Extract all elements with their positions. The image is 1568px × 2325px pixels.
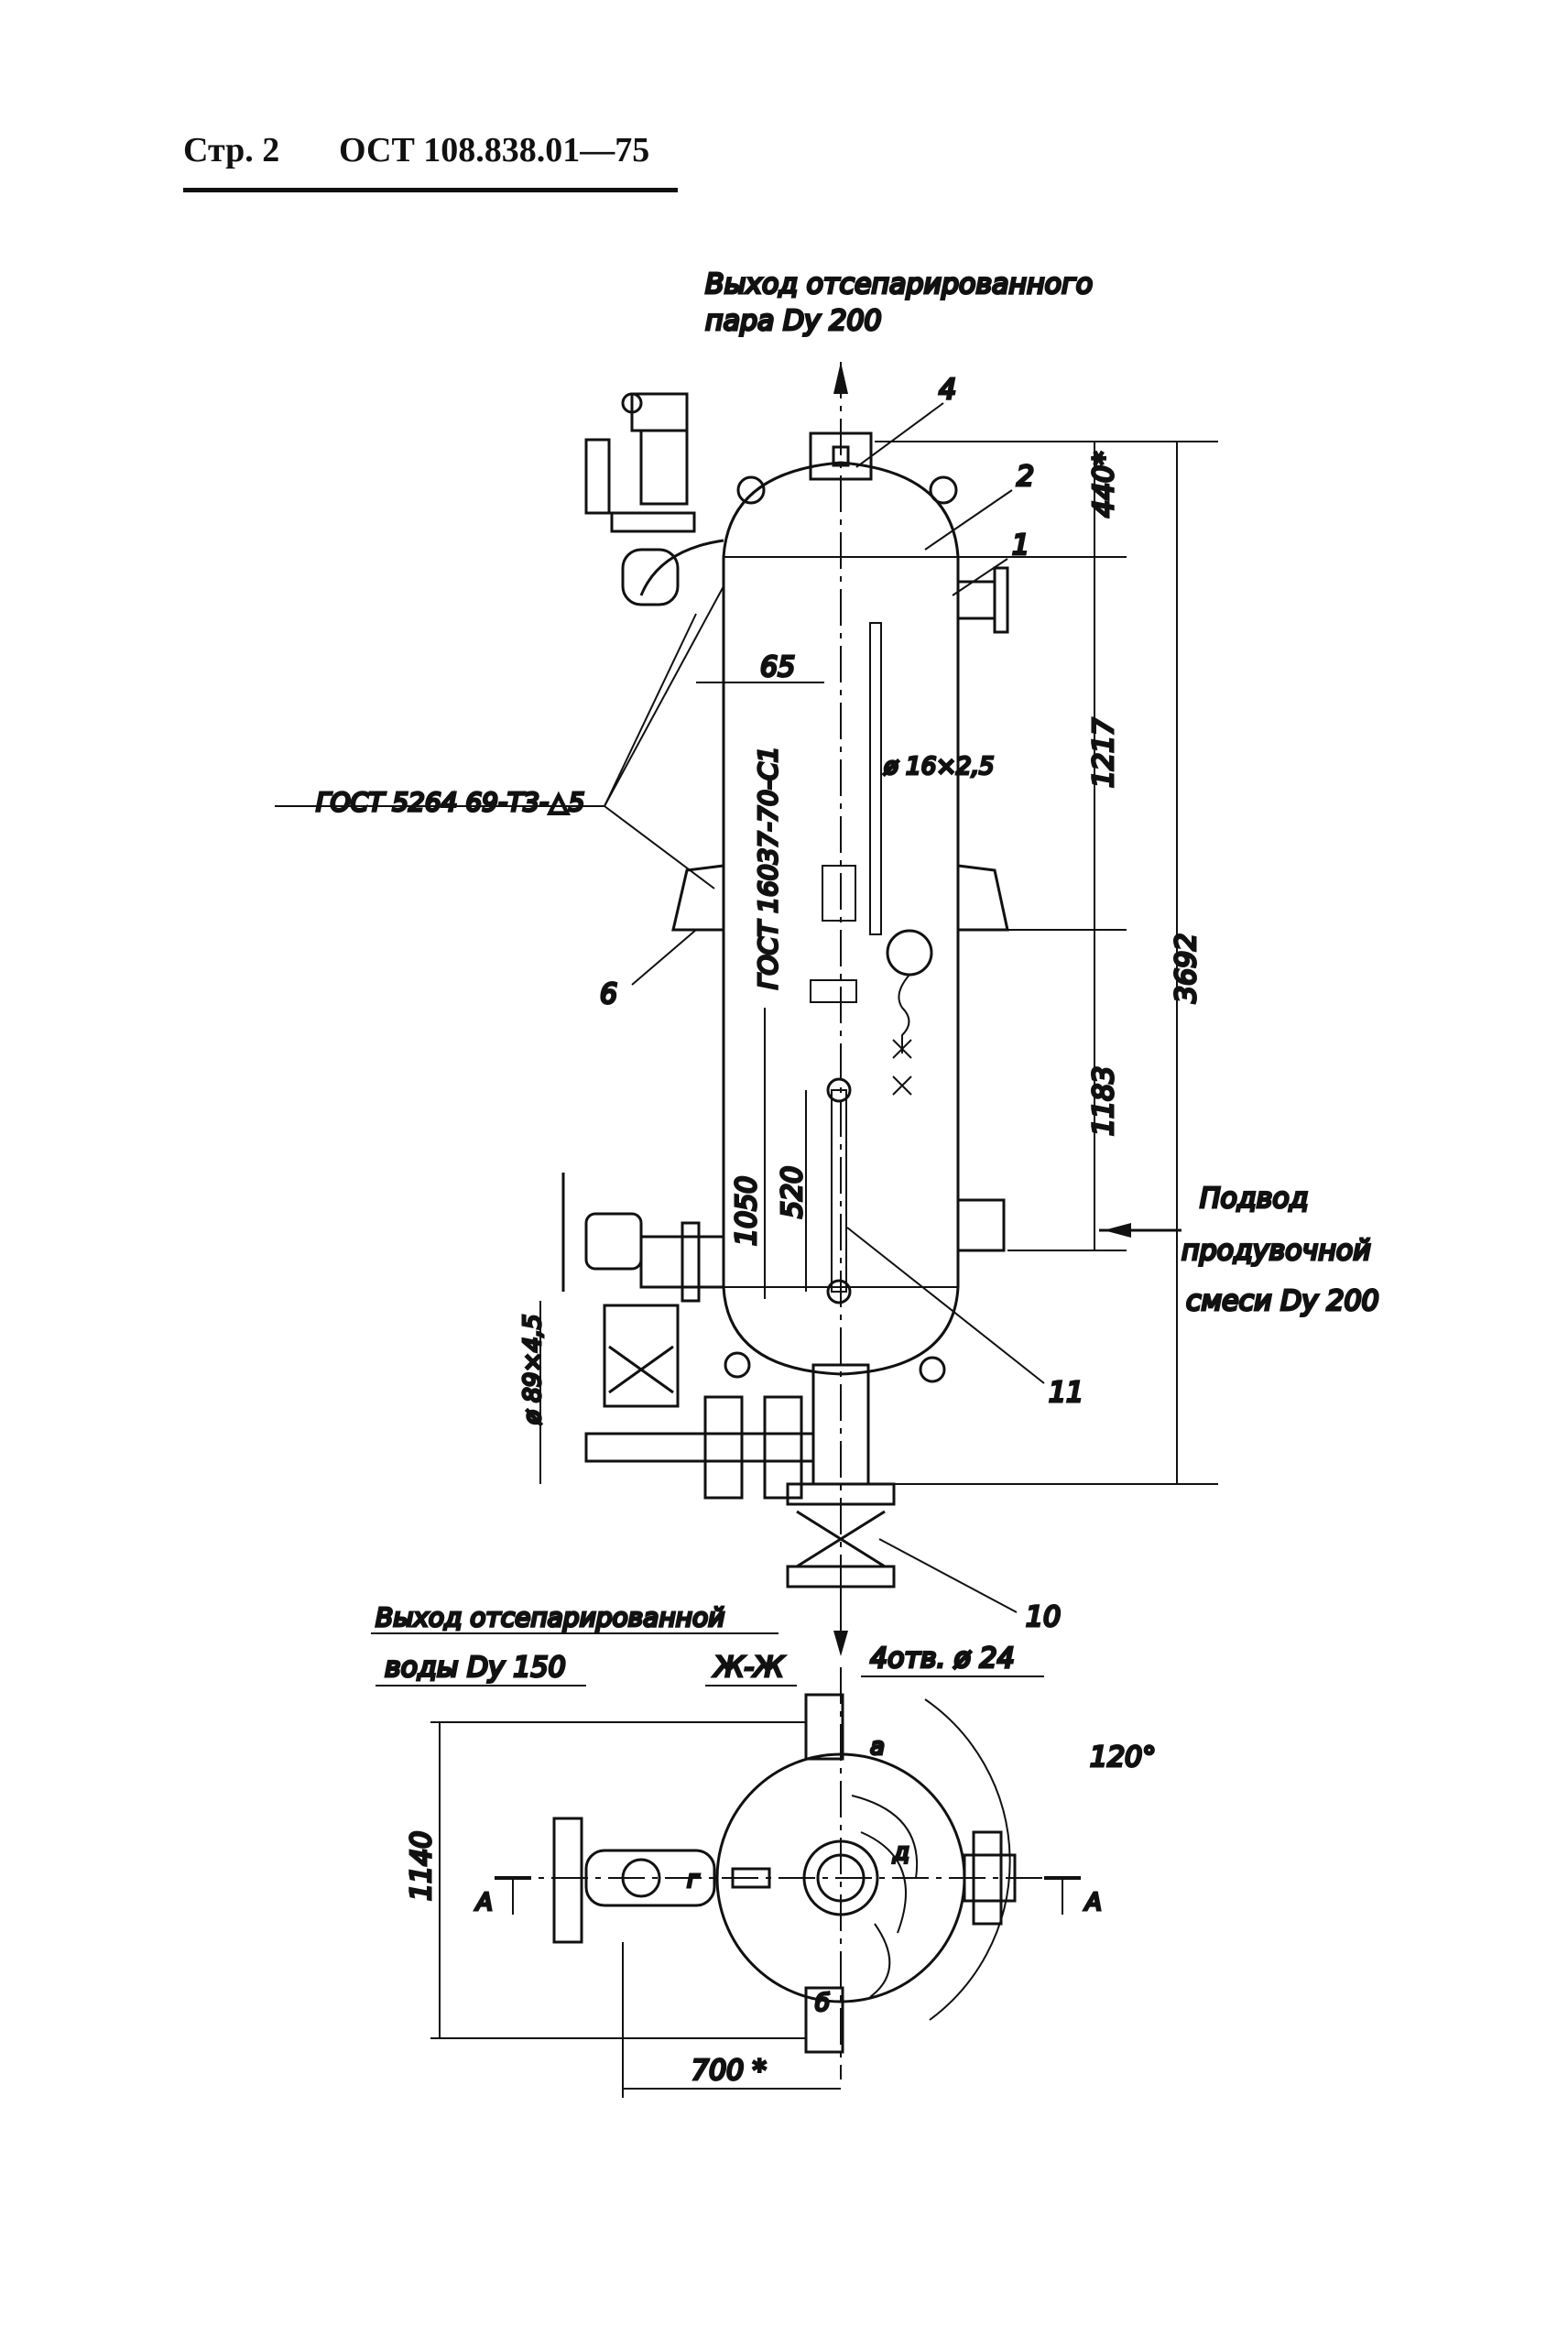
vessel-elevation (561, 362, 1181, 1656)
bottom-valve-icon (796, 1510, 886, 1568)
inlet-label-2: продувочной (1181, 1235, 1371, 1267)
inlet-arrow-head (1104, 1223, 1131, 1238)
steam-outlet-label-1: Выход отсепарированного (705, 268, 1093, 300)
top-nozzle-port (832, 445, 850, 467)
plan-lug-bottom (804, 1986, 844, 2054)
gauge-valve-icon (892, 1039, 912, 1059)
callout-leaders (631, 402, 1045, 1613)
elbow-icon (621, 548, 680, 606)
inlet-label-1: Подвод (1200, 1183, 1308, 1215)
weld-standard-label: ГОСТ 5264 69-Т3-△5 (316, 787, 584, 817)
header-rule (183, 188, 678, 192)
dim-520: 520 (777, 1166, 809, 1218)
level-gauge-bottom-icon (826, 1279, 852, 1304)
dim-1140: 1140 (406, 1831, 438, 1901)
dim-1183: 1183 (1088, 1066, 1120, 1136)
drain-valve-body (584, 1212, 643, 1271)
callout-4: 4 (939, 374, 956, 406)
plan-letter-a: а (870, 1733, 885, 1761)
level-gauge (831, 1089, 847, 1293)
drain-flange (703, 1395, 744, 1500)
callout-6: 6 (600, 978, 617, 1010)
drain-valve-icon (608, 1345, 674, 1394)
dim-1050: 1050 (731, 1176, 763, 1246)
steam-outlet-label-2: пара Dу 200 (705, 305, 882, 337)
section-label: Ж-Ж (713, 1652, 785, 1684)
holes-label: 4отв. ø 24 (870, 1643, 1015, 1675)
pressure-gauge-icon (886, 929, 933, 977)
internal-tube (869, 622, 882, 935)
drain-pipe (584, 1432, 815, 1463)
lifting-lug-icon (929, 475, 958, 505)
lifting-lug-icon (736, 475, 766, 505)
top-valve-stem (639, 429, 689, 506)
plan-left-flange (552, 1817, 583, 1944)
angle-label: 120° (1090, 1741, 1156, 1774)
callout-1: 1 (1012, 529, 1029, 562)
drain-flange-2 (763, 1395, 803, 1500)
angle-arc (924, 1698, 1011, 2021)
lifting-lug-icon (724, 1351, 751, 1379)
plan-section: Выход отсепарированной воды Dу 150 Ж-Ж 4… (371, 1601, 1158, 2098)
pipe-standard-label: ГОСТ 16037-70-С1 (753, 747, 783, 989)
elevation-dimensions (275, 441, 1218, 1485)
drain-branch-flange (681, 1221, 701, 1303)
view-a-right: А (1083, 1889, 1102, 1916)
drain-valve-lower (603, 1304, 680, 1408)
steam-pipe-left (639, 539, 724, 596)
water-outlet-label-1: Выход отсепарированной (376, 1602, 724, 1632)
steam-arrow (833, 362, 848, 394)
gauge-valve-icon (892, 1075, 912, 1096)
view-a-left: А (474, 1889, 493, 1916)
tube-size-label: ø 16×2,5 (883, 753, 994, 780)
flange-upper (993, 566, 1009, 634)
dim-700: 700 * (691, 2055, 767, 2087)
standard-code: ОСТ 108.838.01—75 (339, 131, 650, 169)
page-number: Стр. 2 (183, 131, 280, 169)
level-gauge-top-icon (826, 1077, 852, 1103)
callout-11: 11 (1049, 1377, 1083, 1409)
gauge-siphon (898, 974, 910, 1053)
dim-3692: 3692 (1171, 933, 1203, 1003)
internal-element (822, 865, 856, 922)
plan-letter-d: д (892, 1839, 909, 1866)
plan-letter-g: г (687, 1866, 700, 1894)
callout-10: 10 (1026, 1601, 1061, 1633)
dim-1217: 1217 (1088, 718, 1120, 788)
inlet-nozzle (956, 1198, 1006, 1252)
inlet-label-3: смеси Dу 200 (1186, 1285, 1379, 1317)
swirl-vanes (851, 1795, 919, 1998)
top-flange-horiz (610, 511, 696, 533)
lifting-lug-icon (919, 1356, 946, 1383)
internal-box (810, 979, 857, 1003)
valve-handle-icon (621, 392, 643, 414)
pipe-size-label: ø 89×4,5 (519, 1315, 547, 1425)
support-bracket-left (671, 864, 724, 932)
water-outlet-arrow (833, 1631, 848, 1656)
plan-lug-top (804, 1693, 844, 1761)
top-flange-left (584, 438, 611, 515)
support-bracket-right (957, 864, 1009, 932)
plan-letter-b: б (815, 1990, 830, 2017)
dim-65: 65 (760, 651, 795, 683)
callout-2: 2 (1017, 461, 1034, 493)
bottom-flange (786, 1482, 896, 1506)
dim-440: 440* (1088, 452, 1120, 518)
water-outlet-label-2: воды Dу 150 (385, 1652, 566, 1684)
